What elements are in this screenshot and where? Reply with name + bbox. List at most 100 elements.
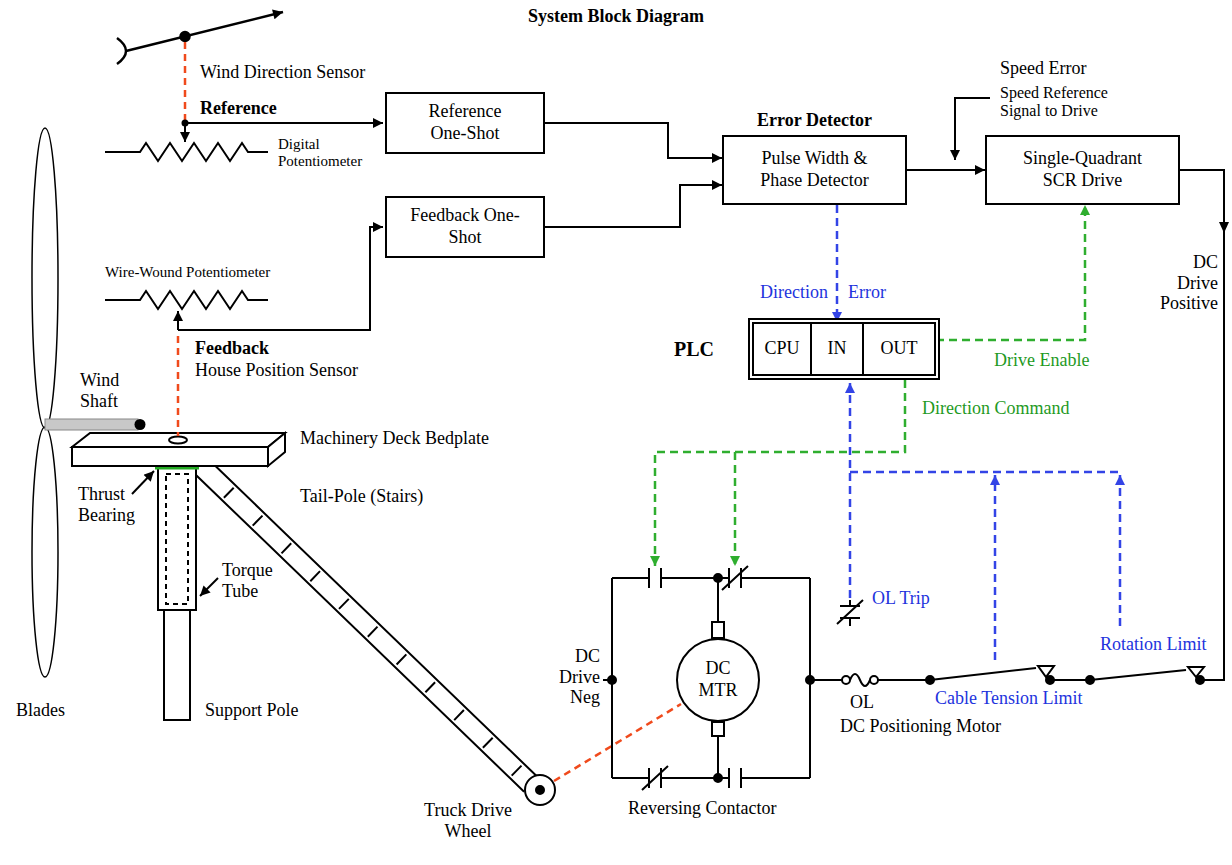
signal-arrow <box>545 185 722 227</box>
signal-label: Reference <box>200 98 277 119</box>
truck-drive-wheel <box>525 775 555 805</box>
signal-wire <box>955 98 990 160</box>
plc-module: CPU <box>752 322 812 376</box>
box-label: CPU <box>764 338 799 360</box>
diagram-title: System Block Diagram <box>0 6 1232 27</box>
sensor-label: Wind Direction Sensor <box>200 62 365 83</box>
process-box: Feedback One-Shot <box>385 196 545 258</box>
machinery-deck-bedplate <box>268 433 285 466</box>
support-pole <box>164 600 190 720</box>
signal-label: OL Trip <box>872 588 930 609</box>
signal-wire <box>178 98 990 330</box>
box-label: OUT <box>881 338 918 360</box>
machinery-deck-bedplate <box>72 433 285 466</box>
wire-label: DC Drive Neg <box>548 646 600 708</box>
process-box: Single-Quadrant SCR Drive <box>985 135 1180 205</box>
part-label: Truck Drive Wheel <box>420 800 516 841</box>
motor-feed-wire <box>1050 679 1090 681</box>
signal-label: Feedback <box>195 338 269 359</box>
reversing-contactor <box>603 566 814 790</box>
connector-layer <box>545 123 1085 340</box>
signal-label: Error <box>848 282 886 303</box>
signal-label: Rotation Limit <box>1100 634 1207 655</box>
motor-feed-wire <box>810 679 842 681</box>
command-signal <box>734 452 737 566</box>
box-label: Reference One-Shot <box>410 101 520 144</box>
signal-wire <box>178 227 383 330</box>
motor-feed-wire <box>1090 670 1186 680</box>
component-label: Reversing Contactor <box>628 798 776 819</box>
wire-label: DC Drive Positive <box>1154 252 1218 314</box>
overload-trip-contact <box>837 600 863 626</box>
leader-arrow <box>132 471 154 494</box>
motor-feed-wire <box>930 668 1036 680</box>
motor-feed-wire <box>870 676 878 684</box>
motor-feed-wire <box>1086 676 1094 684</box>
motor-feed-wire <box>1196 676 1204 684</box>
resistor-symbol <box>105 143 268 161</box>
mechanical-link <box>184 42 187 120</box>
support-pole <box>166 474 188 604</box>
machinery-deck-bedplate <box>169 437 187 444</box>
box-label: Feedback One-Shot <box>410 205 520 248</box>
rotor-blade <box>32 128 58 428</box>
reversing-contactor <box>712 622 724 638</box>
box-label: Single-Quadrant SCR Drive <box>1013 148 1153 191</box>
signal-arrow <box>907 169 985 171</box>
wind-vane <box>117 12 283 64</box>
signal-label: Cable Tension Limit <box>935 688 1082 709</box>
motor-feed-wire <box>1046 676 1054 684</box>
rotor-blade <box>32 128 58 677</box>
resistor-symbol <box>105 291 268 309</box>
machinery-deck-bedplate <box>72 447 268 466</box>
process-box: Reference One-Shot <box>385 92 545 154</box>
box-label: DC MTR <box>695 658 741 701</box>
component-label: Wire-Wound Potentiometer <box>105 264 270 281</box>
part-label: Thrust Bearing <box>78 484 148 525</box>
wind-vane <box>181 32 190 41</box>
signal-wire <box>177 311 179 330</box>
box-heading: Error Detector <box>757 110 872 132</box>
box-heading: PLC <box>674 337 714 361</box>
part-label: Support Pole <box>205 700 299 721</box>
part-label: Blades <box>16 700 65 721</box>
status-signal <box>850 471 1120 474</box>
motor-feed-wire <box>1180 170 1224 680</box>
motor-circle: DC MTR <box>676 638 760 722</box>
mechanical-link <box>177 336 180 436</box>
box-label: IN <box>828 338 847 360</box>
resistor-symbol <box>105 143 268 309</box>
motor-feed-wire <box>842 676 850 684</box>
wind-shaft <box>45 419 146 430</box>
reversing-contactor <box>642 766 668 790</box>
reversing-contactor <box>712 722 724 736</box>
reversing-contactor <box>729 768 741 788</box>
plc-module: OUT <box>862 322 936 376</box>
truck-drive-wheel <box>525 775 555 805</box>
tail-pole <box>224 488 522 776</box>
signal-wire <box>182 120 189 127</box>
reversing-contactor <box>714 774 722 782</box>
motor-feed-wire <box>850 674 870 686</box>
motor-feed-wire <box>926 676 934 684</box>
wind-shaft <box>135 419 146 430</box>
signal-label: Direction Command <box>922 398 1069 419</box>
command-signal <box>655 380 905 566</box>
command-arrow <box>936 205 1085 340</box>
reversing-contactor <box>612 578 810 778</box>
signal-label: Direction <box>748 282 828 303</box>
box-label: Pulse Width & Phase Detector <box>752 148 877 191</box>
status-arrow <box>836 205 839 322</box>
part-label: Machinery Deck Bedplate <box>300 428 489 449</box>
status-signal <box>994 475 997 660</box>
component-label: OL <box>850 692 874 713</box>
part-label: Wind Shaft <box>80 370 130 411</box>
motor-feed-wire <box>810 170 1229 686</box>
truck-drive-wheel <box>536 786 544 794</box>
reversing-contactor <box>649 568 661 588</box>
signal-label: Speed Error <box>1000 58 1086 79</box>
command-signal <box>655 380 905 566</box>
